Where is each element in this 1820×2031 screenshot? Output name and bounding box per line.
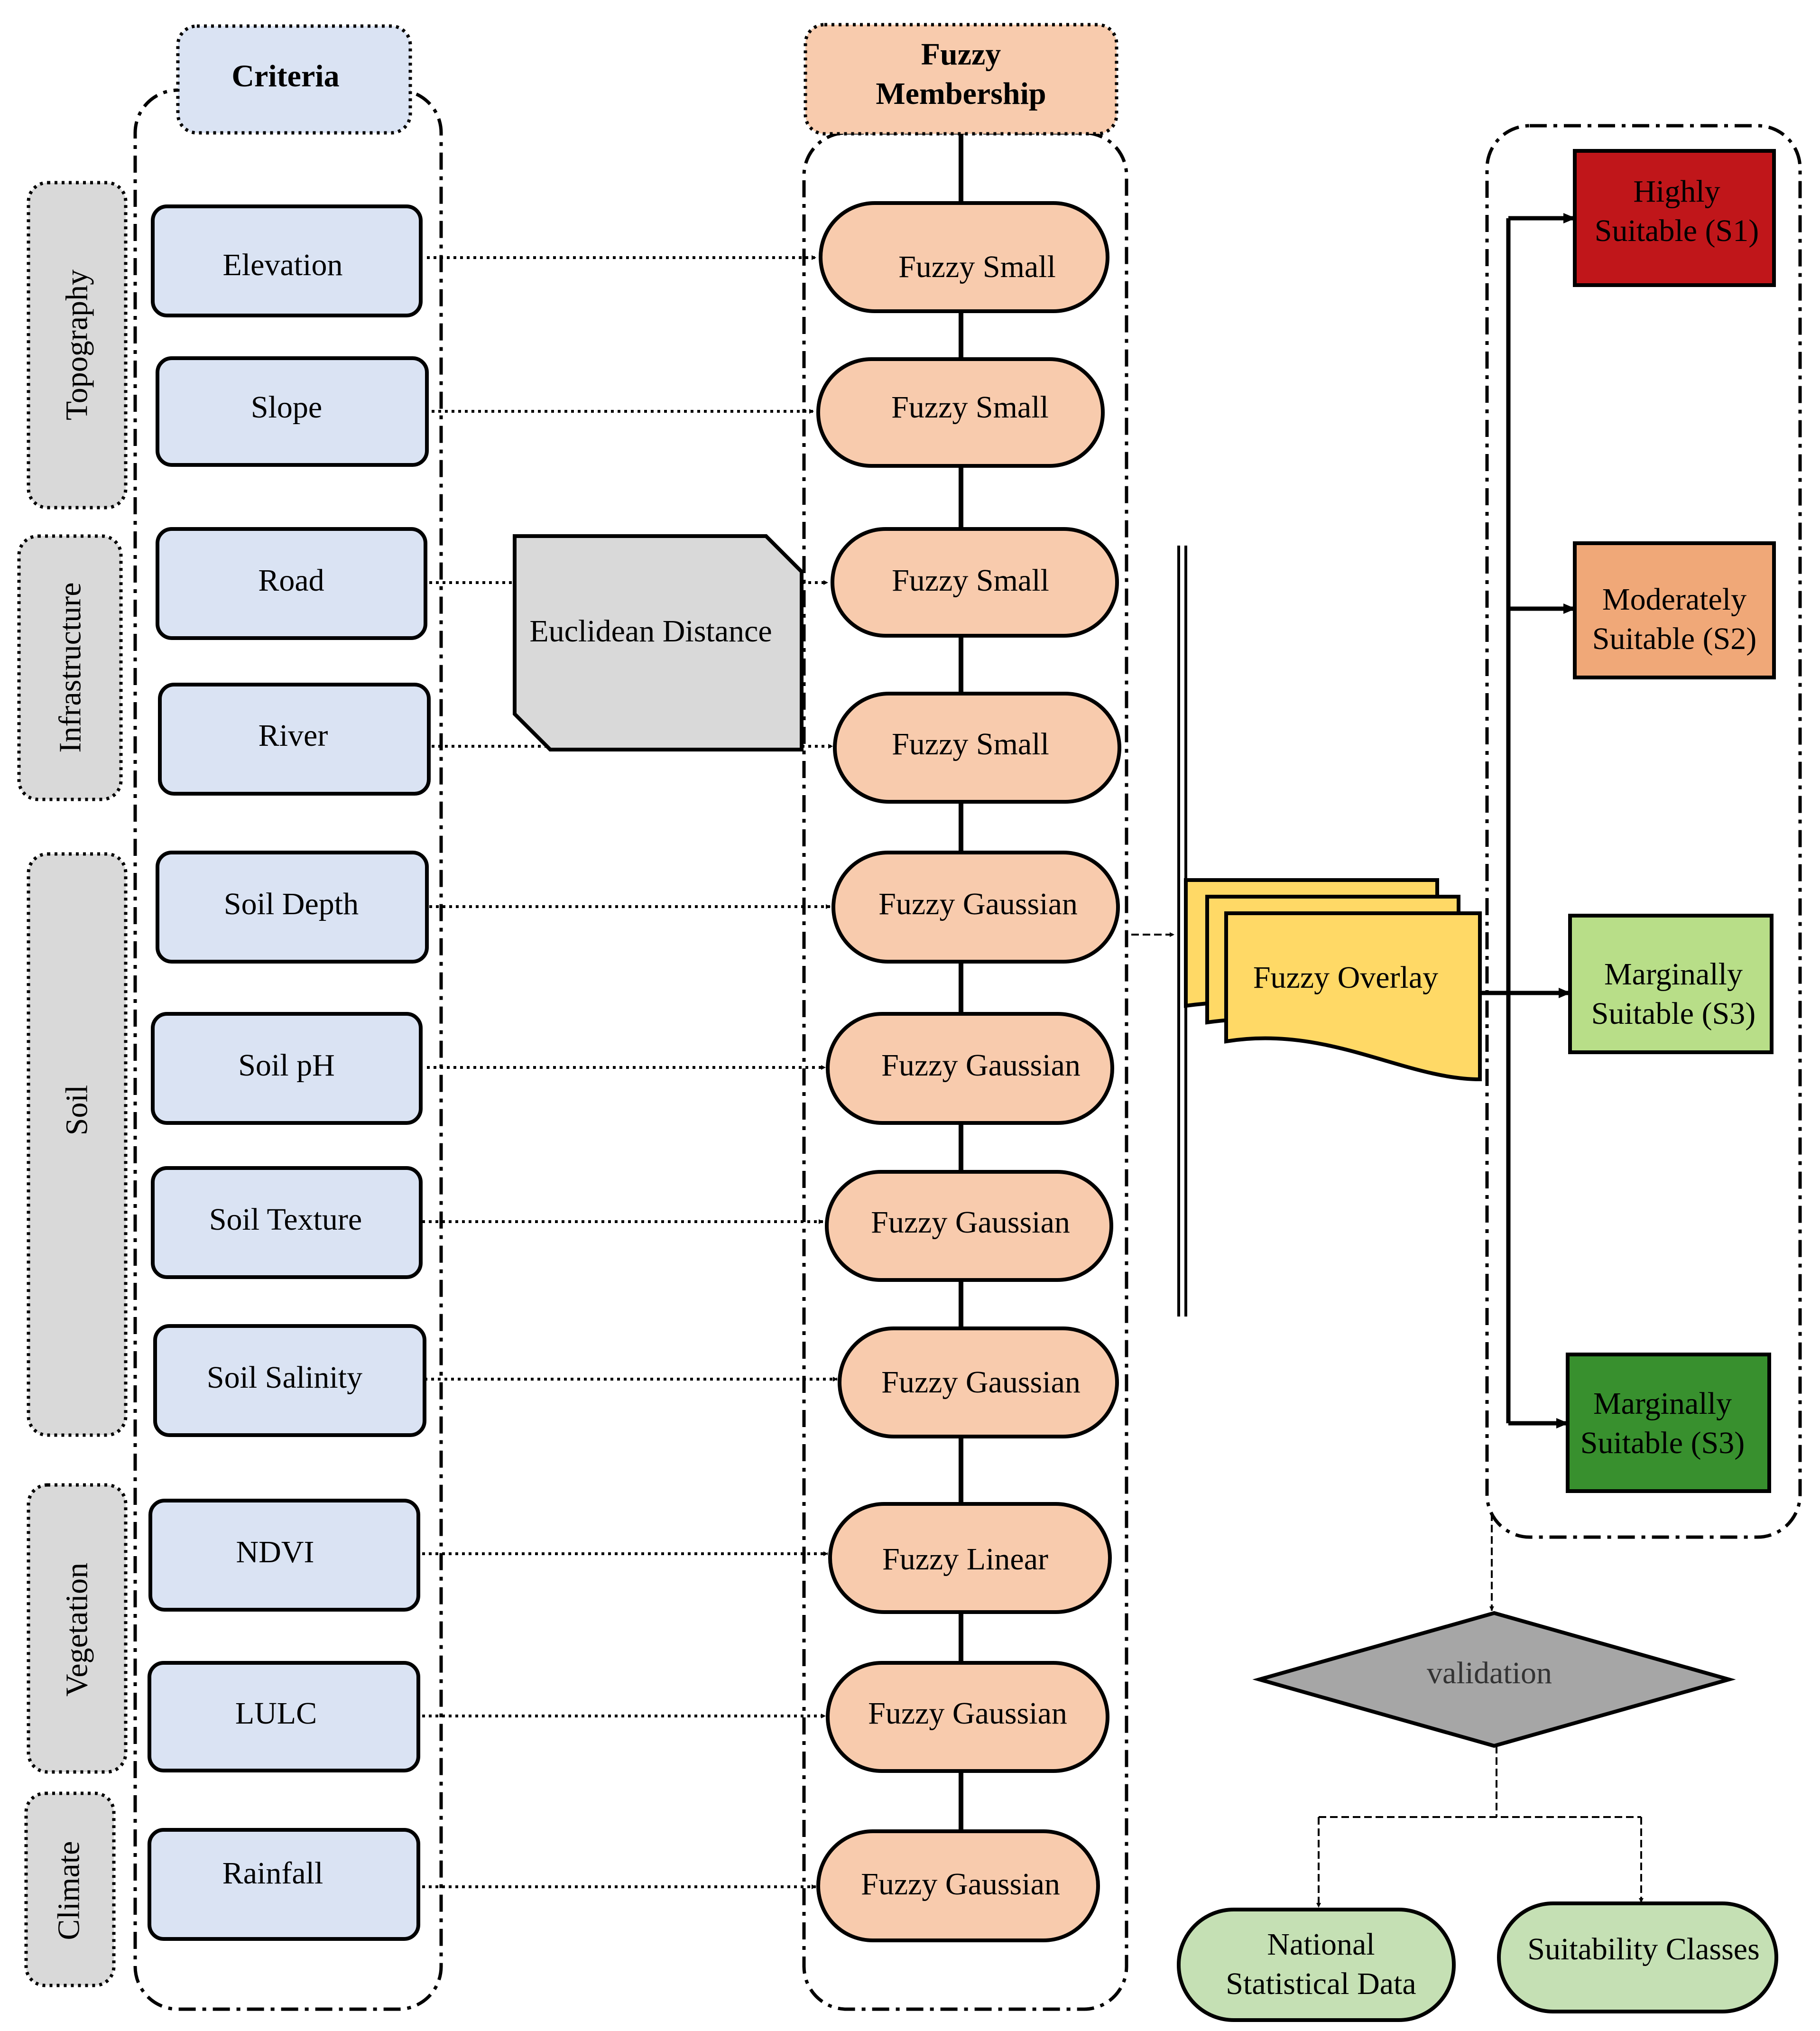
- category-infrastructure-label: Infrastructure: [53, 582, 88, 752]
- category-soil: Soil: [27, 852, 128, 1437]
- class-box-highly-fill: [1573, 149, 1776, 287]
- criteria-label-rainfall: Rainfall: [222, 1856, 323, 1891]
- class-box-marginally-fill: [1568, 914, 1774, 1054]
- class-highly-line2: Suitable (S1): [1595, 213, 1759, 248]
- euclidean-distance-node: Euclidean Distance: [513, 534, 804, 751]
- category-topography-label: Topography: [60, 269, 94, 420]
- criteria-label-lulc: LULC: [235, 1696, 317, 1731]
- membership-pill-road: Fuzzy Small: [831, 527, 1119, 638]
- membership-pill-elevation: Fuzzy Small: [819, 201, 1109, 313]
- criteria-to-membership-arrows: [422, 255, 838, 1889]
- class-branch-lines: [1480, 213, 1576, 1428]
- fuzzy-overlay-node: Fuzzy Overlay: [1184, 878, 1482, 1082]
- criteria-box-slope: Slope: [156, 356, 429, 467]
- fuzzy-membership-header: Fuzzy Membership: [804, 23, 1118, 136]
- national-line1: National: [1267, 1927, 1375, 1962]
- category-vegetation-label: Vegetation: [60, 1563, 94, 1697]
- membership-pill-lulc: Fuzzy Gaussian: [826, 1661, 1109, 1773]
- class-box-moderately-fill: [1573, 541, 1776, 679]
- membership-pills: Fuzzy Small Fuzzy Small Fuzzy Small Fuzz…: [816, 201, 1121, 1942]
- class-marginally-2-line1: Marginally: [1593, 1386, 1732, 1421]
- membership-label-ndvi: Fuzzy Linear: [882, 1542, 1048, 1577]
- criteria-label-soil-salinity: Soil Salinity: [207, 1360, 362, 1395]
- membership-label-road: Fuzzy Small: [892, 563, 1049, 598]
- class-box-highly: Highly Suitable (S1): [1573, 149, 1776, 287]
- validation-label: validation: [1427, 1656, 1552, 1690]
- criteria-label-soil-texture: Soil Texture: [209, 1202, 362, 1237]
- class-box-marginally-2: Marginally Suitable (S3): [1566, 1353, 1771, 1493]
- membership-label-soil-salinity: Fuzzy Gaussian: [881, 1365, 1081, 1400]
- criteria-box-river: River: [158, 683, 431, 796]
- class-box-moderately: Moderately Suitable (S2): [1573, 541, 1776, 679]
- criteria-label-slope: Slope: [251, 390, 322, 425]
- category-climate-label: Climate: [52, 1841, 86, 1940]
- membership-label-rainfall: Fuzzy Gaussian: [861, 1867, 1060, 1901]
- national-statistical-data-node: National Statistical Data: [1177, 1908, 1456, 2022]
- class-box-marginally: Marginally Suitable (S3): [1568, 914, 1774, 1054]
- criteria-header: Criteria: [176, 24, 412, 135]
- criteria-box-soil-ph: Soil pH: [151, 1012, 423, 1125]
- criteria-label-elevation: Elevation: [223, 248, 343, 282]
- class-marginally-line1: Marginally: [1604, 957, 1743, 992]
- membership-label-soil-depth: Fuzzy Gaussian: [878, 887, 1078, 921]
- fuzzy-membership-header-line2: Membership: [876, 76, 1046, 111]
- membership-pill-soil-salinity: Fuzzy Gaussian: [838, 1326, 1119, 1438]
- suitability-classes-node: Suitability Classes: [1497, 1901, 1778, 2013]
- category-soil-label: Soil: [60, 1085, 94, 1135]
- national-line2: Statistical Data: [1226, 1966, 1416, 2001]
- class-highly-line1: Highly: [1633, 174, 1720, 209]
- criteria-box-soil-texture: Soil Texture: [151, 1166, 423, 1279]
- fuzzy-overlay-label: Fuzzy Overlay: [1253, 960, 1438, 995]
- criteria-box-soil-depth: Soil Depth: [156, 851, 429, 964]
- category-climate: Climate: [24, 1791, 116, 1987]
- criteria-header-label: Criteria: [231, 59, 339, 93]
- membership-pill-soil-texture: Fuzzy Gaussian: [825, 1170, 1113, 1282]
- criteria-box-rainfall: Rainfall: [148, 1828, 420, 1941]
- fuzzy-membership-header-line1: Fuzzy: [921, 37, 1001, 72]
- class-moderately-line2: Suitable (S2): [1592, 621, 1756, 656]
- suitability-classes-label: Suitability Classes: [1527, 1932, 1760, 1966]
- criteria-box-road: Road: [156, 527, 427, 640]
- criteria-label-ndvi: NDVI: [236, 1535, 314, 1569]
- membership-label-soil-texture: Fuzzy Gaussian: [871, 1205, 1070, 1240]
- category-vegetation: Vegetation: [27, 1483, 128, 1774]
- euclidean-distance-label: Euclidean Distance: [529, 614, 772, 649]
- criteria-label-road: Road: [258, 563, 324, 598]
- class-marginally-2-line2: Suitable (S3): [1580, 1426, 1745, 1460]
- membership-label-slope: Fuzzy Small: [891, 390, 1049, 425]
- criteria-box-elevation: Elevation: [151, 204, 423, 317]
- category-infrastructure: Infrastructure: [17, 534, 123, 801]
- class-marginally-line2: Suitable (S3): [1591, 996, 1755, 1031]
- criteria-box-lulc: LULC: [148, 1661, 420, 1772]
- criteria-box-ndvi: NDVI: [148, 1499, 420, 1612]
- membership-label-elevation: Fuzzy Small: [898, 250, 1056, 284]
- membership-label-lulc: Fuzzy Gaussian: [868, 1696, 1067, 1731]
- validation-branch-lines: [1316, 1746, 1644, 1908]
- validation-node: validation: [1252, 1611, 1736, 1748]
- membership-label-river: Fuzzy Small: [892, 727, 1049, 761]
- membership-pill-soil-ph: Fuzzy Gaussian: [826, 1012, 1114, 1125]
- membership-pill-ndvi: Fuzzy Linear: [828, 1502, 1112, 1614]
- class-box-marginally-2-fill: [1566, 1353, 1771, 1493]
- criteria-label-soil-ph: Soil pH: [238, 1048, 335, 1083]
- class-moderately-line1: Moderately: [1602, 582, 1746, 617]
- classes-group-frame: [1485, 124, 1802, 1539]
- criteria-label-soil-depth: Soil Depth: [224, 887, 359, 921]
- criteria-label-river: River: [259, 718, 328, 753]
- criteria-boxes: Elevation Slope Road River Soil Depth So…: [148, 204, 431, 1941]
- membership-pill-rainfall: Fuzzy Gaussian: [816, 1829, 1100, 1942]
- category-topography: Topography: [27, 181, 128, 510]
- membership-pill-slope: Fuzzy Small: [816, 357, 1105, 468]
- membership-pill-river: Fuzzy Small: [833, 692, 1121, 804]
- criteria-box-soil-salinity: Soil Salinity: [153, 1324, 426, 1437]
- membership-pill-soil-depth: Fuzzy Gaussian: [831, 851, 1120, 964]
- membership-label-soil-ph: Fuzzy Gaussian: [881, 1048, 1081, 1083]
